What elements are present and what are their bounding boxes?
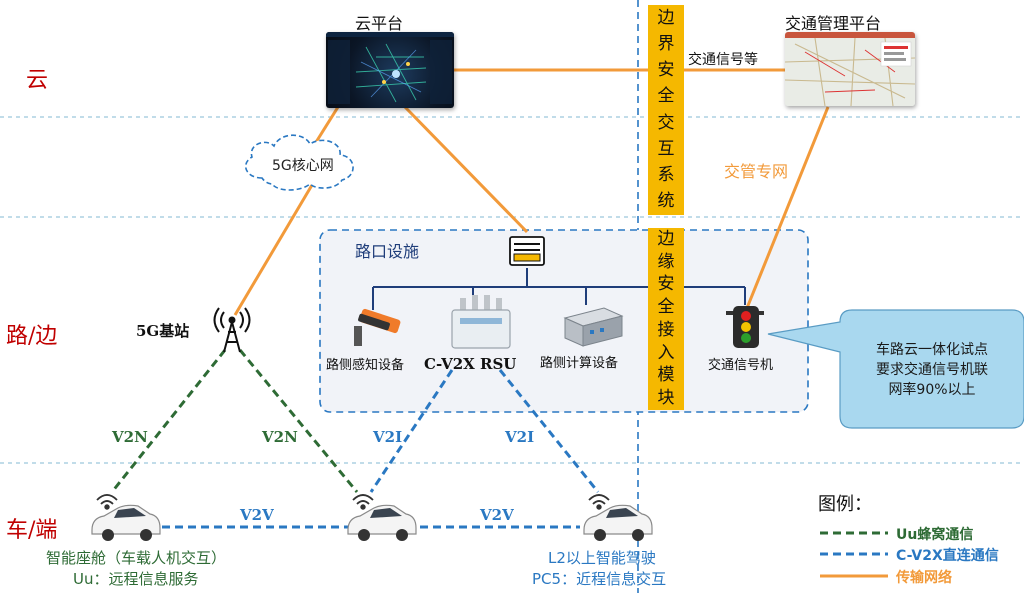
boundary-char: 交 bbox=[657, 112, 675, 133]
link-label-traffic-signal-etc: 交通信号等 bbox=[688, 52, 758, 68]
link-label-v2n-left: V2N bbox=[112, 428, 148, 446]
traffic-mgmt-platform-screen bbox=[785, 32, 915, 106]
wifi-icon-middle bbox=[352, 494, 374, 510]
layer-label-vehicle: 车/端 bbox=[6, 518, 58, 543]
roadside-sensor-label: 路侧感知设备 bbox=[326, 358, 405, 373]
edge-char: 安 bbox=[657, 274, 675, 295]
traffic-light-icon bbox=[726, 306, 764, 348]
link-v2n-right bbox=[238, 349, 359, 493]
link-v2i-right bbox=[498, 369, 600, 493]
rsu-device-icon bbox=[451, 295, 511, 349]
link-v2n-left bbox=[110, 349, 227, 493]
edge-char: 边 bbox=[657, 228, 675, 249]
layer-label-road-edge: 路/边 bbox=[6, 324, 58, 349]
edge-char: 入 bbox=[657, 342, 675, 363]
link-label-v2i-left: V2I bbox=[373, 428, 403, 446]
boundary-security-system-bar: 边 界 安 全 交 互 系 统 bbox=[648, 5, 684, 215]
vehicle-right-caption-1: L2以上智能驾驶 bbox=[548, 549, 656, 567]
cloud-shape-icon bbox=[244, 134, 354, 191]
edge-access-module-bar: 边 缘 安 全 接 入 模 块 bbox=[648, 228, 684, 410]
link-label-v2v-right: V2V bbox=[480, 506, 514, 524]
callout-line: 要求交通信号机联 bbox=[876, 362, 988, 378]
car-icon-middle bbox=[347, 504, 417, 541]
base-station-label: 5G基站 bbox=[136, 322, 190, 340]
edge-char: 缘 bbox=[657, 251, 675, 272]
callout-text: 车路云一体化试点 要求交通信号机联 网率90%以上 bbox=[842, 340, 1022, 400]
city-map-light-icon bbox=[785, 32, 915, 106]
legend-item-transport: 传输网络 bbox=[896, 570, 952, 586]
link-core-to-base-station bbox=[233, 184, 314, 316]
wifi-icon-left bbox=[96, 494, 118, 510]
boundary-char: 安 bbox=[657, 60, 675, 81]
roadside-compute-icon bbox=[563, 307, 624, 347]
callout-line: 网率90%以上 bbox=[888, 382, 976, 398]
link-label-v2i-right: V2I bbox=[505, 428, 535, 446]
intersection-facility-label: 路口设施 bbox=[355, 242, 420, 261]
boundary-char: 系 bbox=[657, 165, 675, 186]
edge-gateway-icon bbox=[509, 236, 545, 266]
boundary-char: 边 bbox=[657, 7, 675, 28]
vehicle-left-caption-2: Uu：远程信息服务 bbox=[73, 570, 199, 588]
legend-item-v2x: C-V2X直连通信 bbox=[896, 548, 999, 564]
car-icon-left bbox=[91, 504, 161, 541]
edge-char: 接 bbox=[657, 319, 675, 340]
boundary-char: 互 bbox=[657, 138, 675, 159]
boundary-char: 统 bbox=[657, 191, 675, 212]
boundary-char: 界 bbox=[657, 33, 675, 54]
traffic-mgmt-platform-label: 交通管理平台 bbox=[785, 14, 882, 33]
edge-char: 块 bbox=[657, 388, 675, 409]
roadside-camera-icon bbox=[354, 308, 401, 346]
link-traffic-mgmt-to-signal bbox=[743, 106, 830, 314]
vehicle-left-caption-1: 智能座舱（车载人机交互） bbox=[46, 549, 227, 567]
link-label-v2v-left: V2V bbox=[240, 506, 274, 524]
edge-char: 全 bbox=[657, 297, 675, 318]
car-icon-right bbox=[583, 504, 653, 541]
legend-title: 图例： bbox=[818, 494, 872, 515]
link-v2i-left bbox=[369, 369, 454, 493]
cloud-platform-screen bbox=[326, 32, 454, 108]
rsu-label: C-V2X RSU bbox=[424, 355, 517, 373]
roadside-compute-label: 路侧计算设备 bbox=[540, 356, 619, 371]
wifi-icon-right bbox=[588, 494, 610, 510]
boundary-char: 全 bbox=[657, 86, 675, 107]
intersection-facility-box bbox=[319, 229, 809, 413]
layer-label-cloud: 云 bbox=[26, 68, 49, 93]
link-label-v2n-right: V2N bbox=[262, 428, 298, 446]
edge-char: 模 bbox=[657, 365, 675, 386]
callout-bubble bbox=[767, 309, 1024, 429]
core-network-label: 5G核心网 bbox=[272, 158, 334, 174]
vehicle-right-caption-2: PC5：近程信息交互 bbox=[532, 570, 667, 588]
legend-item-uu: Uu蜂窝通信 bbox=[896, 527, 974, 543]
city-map-dark-icon bbox=[326, 32, 454, 104]
cloud-platform-label: 云平台 bbox=[355, 14, 404, 33]
link-label-traffic-private-network: 交管专网 bbox=[724, 162, 789, 181]
callout-line: 车路云一体化试点 bbox=[876, 342, 988, 358]
base-station-tower-icon bbox=[213, 307, 251, 353]
link-cloud-to-edge-gateway bbox=[403, 105, 529, 234]
traffic-signal-label: 交通信号机 bbox=[708, 358, 774, 373]
